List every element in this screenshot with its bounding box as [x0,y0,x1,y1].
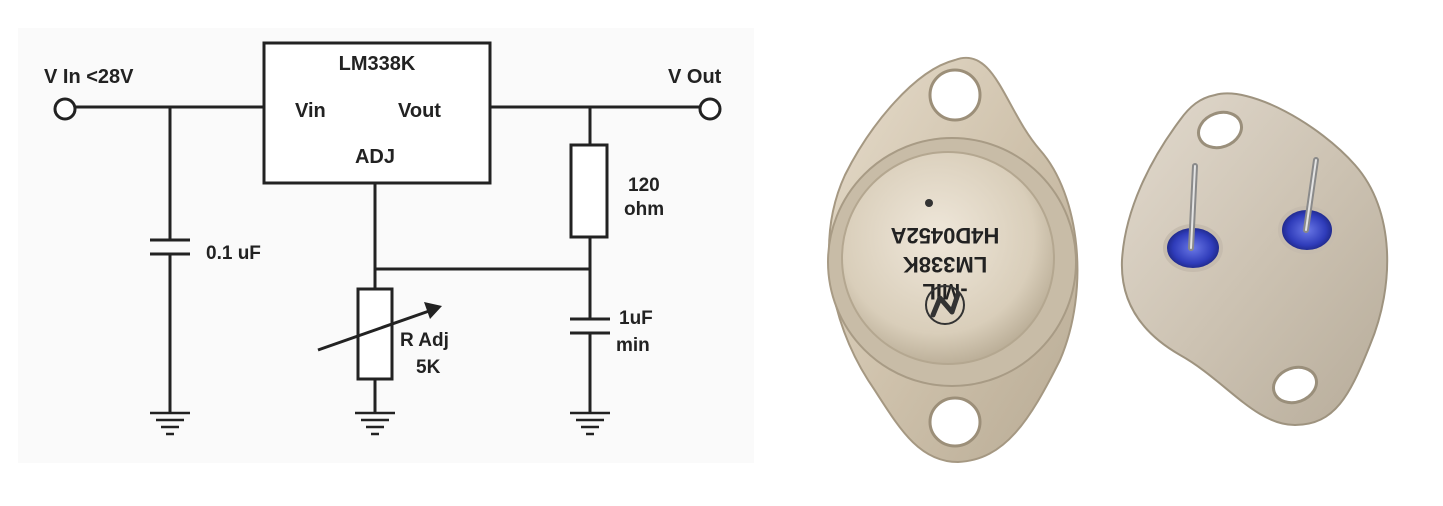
front-mount-hole-bottom [928,396,982,448]
output-cap-value-label: 1uF [619,308,653,329]
package-marking-line-2: LM338K [903,252,987,277]
to3-package-front: -MIL LM338K H4D0452A [827,56,1079,464]
input-cap-label: 0.1 uF [206,243,261,264]
potentiometer-arrow-line [317,308,433,352]
regulator-block [262,41,492,185]
front-mount-hole-top [928,68,982,122]
input-terminal [53,97,77,121]
schematic: V In <28V LM338K Vin Vout ADJ V Out 0.1 … [18,28,754,463]
front-can-top [841,151,1055,365]
pin-one-dot [925,199,933,207]
output-terminal [698,97,722,121]
pot-name-label: R Adj [400,330,449,351]
regulator-part-label: LM338K [339,53,416,75]
package-marking-line-1: -MIL [922,279,967,304]
pot-value-label: 5K [416,357,441,378]
resistor-unit-label: ohm [624,199,664,220]
potentiometer-arrow-head [424,302,442,319]
regulator-vin-label: Vin [295,100,326,122]
package-marking: -MIL LM338K H4D0452A [890,223,999,304]
back-mount-hole-bottom [1272,365,1318,405]
pin-left-highlight [1190,165,1196,249]
input-label: V In <28V [44,66,134,88]
manufacturer-logo [925,285,965,325]
regulator-vout-label: Vout [398,100,441,122]
ground-symbol [355,411,395,436]
regulator-adj-label: ADJ [355,146,395,168]
resistor-value-label: 120 [628,175,660,196]
resistor-120 [569,143,609,239]
output-cap-note-label: min [616,335,650,356]
output-label: V Out [668,66,722,88]
potentiometer [356,287,394,381]
package-marking-line-3: H4D0452A [890,223,999,248]
ground-symbol [570,411,610,436]
back-mount-hole-top [1197,110,1243,150]
pin-right-highlight [1305,159,1317,231]
ground-symbol [150,411,190,436]
to3-package-back [1120,92,1389,427]
back-flange [1120,92,1389,427]
